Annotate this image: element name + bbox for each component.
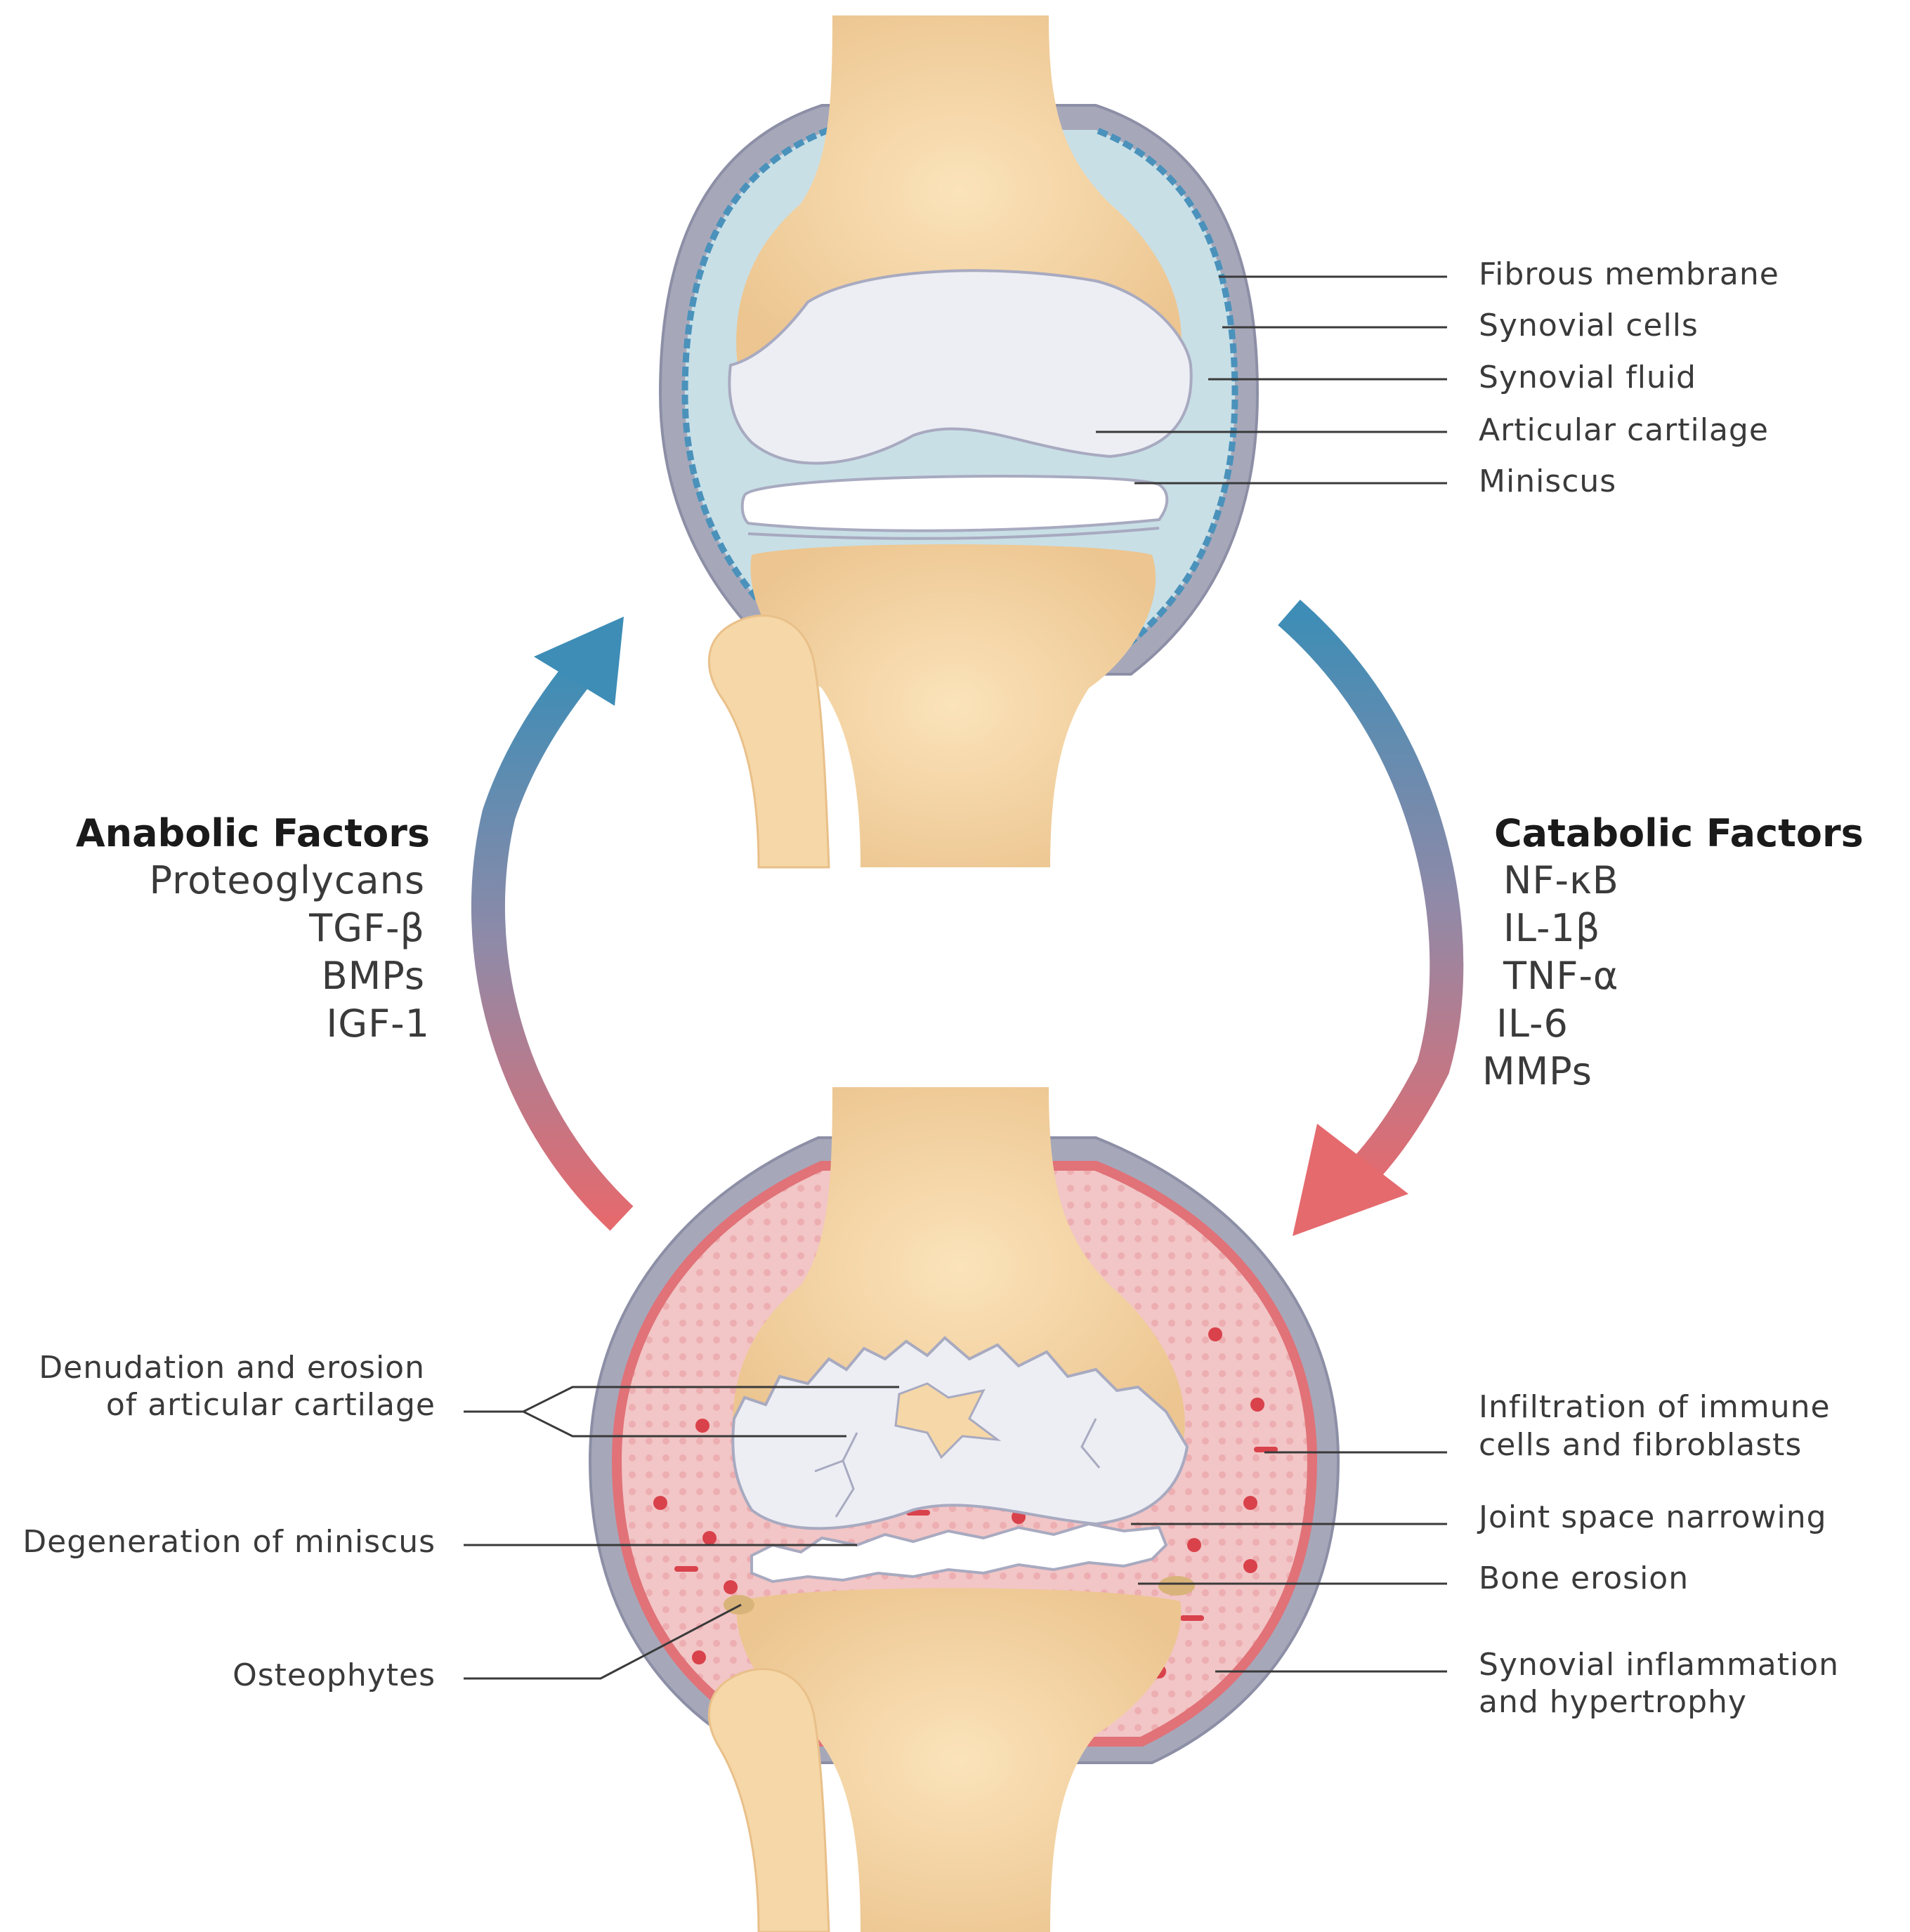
catabolic-factors: Catabolic Factors NF-κB IL-1β TNF-α IL-6…: [1482, 811, 1864, 1093]
label-miniscus: Miniscus: [1479, 464, 1616, 499]
catabolic-item: IL-6: [1496, 1001, 1569, 1046]
label-infiltration-line2: cells and fibroblasts: [1479, 1427, 1802, 1463]
label-synovial-inflammation-line1: Synovial inflammation: [1479, 1647, 1839, 1683]
anabolic-item: IGF-1: [326, 1001, 430, 1046]
label-osteophytes: Osteophytes: [233, 1657, 436, 1693]
catabolic-arrow: [1278, 599, 1464, 1236]
anabolic-arrow: [471, 617, 634, 1231]
anabolic-item: TGF-β: [308, 906, 425, 950]
fibula-bone: [707, 1668, 830, 1932]
meniscus: [740, 475, 1169, 532]
label-synovial-cells: Synovial cells: [1479, 308, 1699, 343]
synovial-cells: [681, 126, 1238, 656]
anabolic-factors: Anabolic Factors Proteoglycans TGF-β BMP…: [76, 811, 430, 1046]
cartilage-fissures: [814, 1418, 1101, 1518]
catabolic-arrowhead: [1293, 1124, 1408, 1236]
femur-bone: [733, 1087, 1185, 1447]
healthy-labels: Fibrous membrane Synovial cells Synovial…: [1479, 256, 1779, 499]
label-fibrous-membrane: Fibrous membrane: [1479, 256, 1779, 292]
anabolic-arrowhead: [534, 617, 624, 706]
degenerated-meniscus: [750, 1522, 1168, 1584]
label-articular-cartilage: Articular cartilage: [1479, 412, 1769, 448]
label-infiltration-line1: Infiltration of immune: [1479, 1389, 1831, 1425]
bone-erosion-spur: [1158, 1576, 1195, 1596]
healthy-joint: [658, 15, 1260, 869]
fibula-bone: [707, 615, 830, 869]
diseased-labels-left: Denudation and erosion of articular cart…: [22, 1350, 436, 1693]
articular-cartilage: [728, 269, 1193, 465]
catabolic-item: MMPs: [1482, 1049, 1592, 1093]
catabolic-item: IL-1β: [1503, 906, 1600, 950]
label-denudation-line2: of articular cartilage: [106, 1387, 436, 1423]
tibia-bone: [736, 1588, 1182, 1932]
label-synovial-inflammation-line2: and hypertrophy: [1479, 1684, 1747, 1720]
anabolic-item: Proteoglycans: [150, 858, 425, 902]
catabolic-title: Catabolic Factors: [1494, 811, 1864, 855]
label-denudation-line1: Denudation and erosion: [39, 1350, 425, 1386]
diseased-leaders: [464, 1386, 1447, 1680]
label-synovial-fluid: Synovial fluid: [1479, 360, 1696, 395]
anabolic-title: Anabolic Factors: [76, 811, 430, 855]
label-degeneration-miniscus: Degeneration of miniscus: [22, 1524, 436, 1560]
healthy-leaders: [1096, 275, 1447, 485]
catabolic-item: NF-κB: [1503, 858, 1619, 902]
anabolic-item: BMPs: [322, 954, 425, 998]
label-joint-space-narrowing: Joint space narrowing: [1477, 1499, 1827, 1535]
cartilage-erosion-hole: [894, 1382, 1002, 1459]
catabolic-item: TNF-α: [1503, 954, 1619, 998]
tibia-bone: [750, 544, 1156, 867]
diseased-joint: [588, 1087, 1340, 1932]
diseased-labels-right: Infiltration of immune cells and fibrobl…: [1477, 1389, 1839, 1720]
label-bone-erosion: Bone erosion: [1479, 1560, 1689, 1596]
